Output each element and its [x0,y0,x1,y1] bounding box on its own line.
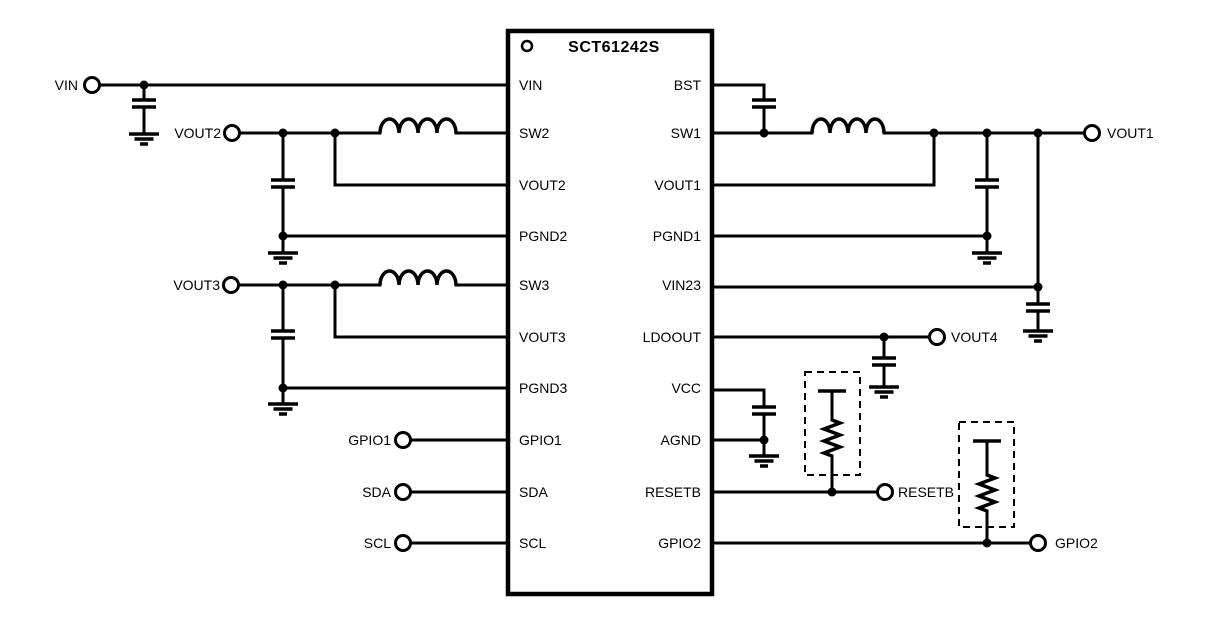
pin-label-pgnd1: PGND1 [653,228,701,244]
terminal-resetb [876,483,894,501]
terminal-gpio2 [1029,534,1047,552]
net-label-gpio1: GPIO1 [348,432,391,448]
net-label-vin: VIN [55,77,78,93]
ground-icon-vin23 [1023,329,1053,343]
net-label-resetb: RESETB [898,484,954,500]
inductor-sw2 [378,117,458,134]
capacitor-vin-input [132,83,156,136]
pin-label-agnd: AGND [661,432,701,448]
pin-label-gpio1: GPIO1 [519,432,562,448]
terminal-scl [394,534,412,552]
capacitor-vout4 [872,335,896,389]
pin-label-vin: VIN [519,77,542,93]
wire-vout3-feedback [333,283,510,339]
pullup-resistor-gpio2 [958,421,1015,545]
ground-icon-vout4 [869,385,899,399]
pin-label-gpio2: GPIO2 [658,535,701,551]
net-label-vout4: VOUT4 [951,329,998,345]
capacitor-vin23 [1026,285,1050,333]
resistor-zigzag [819,418,845,458]
ground-icon-vin [129,132,159,146]
pin-label-sw2: SW2 [519,125,550,141]
capacitor-vout3 [271,283,295,406]
terminal-gpio1 [394,431,412,449]
optional-box-gpio2 [958,421,1015,528]
pin1-marker-icon [520,39,534,53]
pullup-resistor-resetb [804,371,861,494]
pin-label-vin23: VIN23 [662,277,701,293]
terminal-vout3 [222,276,240,294]
pin-label-resetb: RESETB [645,484,701,500]
terminal-sda [394,483,412,501]
ground-icon-pgnd1 [972,251,1002,265]
pin-label-scl: SCL [519,535,546,551]
terminal-vout4 [928,328,946,346]
pin-label-sda: SDA [519,484,548,500]
junction-dots [139,80,1043,548]
wire-vout1-feedback [710,131,936,187]
pin-label-bst: BST [674,77,702,93]
terminal-vout1 [1083,124,1101,142]
wire-vout2-feedback [333,131,510,187]
terminal-vin [83,76,101,94]
net-label-sda: SDA [362,484,391,500]
ic-body [505,28,715,597]
resistor-zigzag [974,473,1000,513]
net-label-vout2: VOUT2 [174,125,221,141]
ground-icon-agnd [749,454,779,468]
pin-label-vout2: VOUT2 [519,177,566,193]
pin-label-sw3: SW3 [519,277,550,293]
inductor-sw3 [378,269,458,286]
capacitor-bst [752,83,776,135]
terminal-vout2 [223,124,241,142]
net-label-vout1: VOUT1 [1107,125,1154,141]
pin-label-vout1: VOUT1 [654,177,701,193]
net-label-scl: SCL [364,535,391,551]
net-label-vout3: VOUT3 [173,277,220,293]
inductor-sw1 [810,117,886,134]
pin-label-pgnd2: PGND2 [519,228,567,244]
pin-label-pgnd3: PGND3 [519,380,567,396]
ground-icon-pgnd2 [268,251,298,265]
net-label-gpio2: GPIO2 [1055,535,1098,551]
ground-icon-pgnd3 [268,402,298,416]
pin-label-sw1: SW1 [671,125,702,141]
pin-label-ldoout: LDOOUT [643,329,702,345]
ic-title: SCT61242S [568,39,660,56]
capacitor-vcc [752,388,776,458]
pin-label-vcc: VCC [671,380,701,396]
pin-label-vout3: VOUT3 [519,329,566,345]
